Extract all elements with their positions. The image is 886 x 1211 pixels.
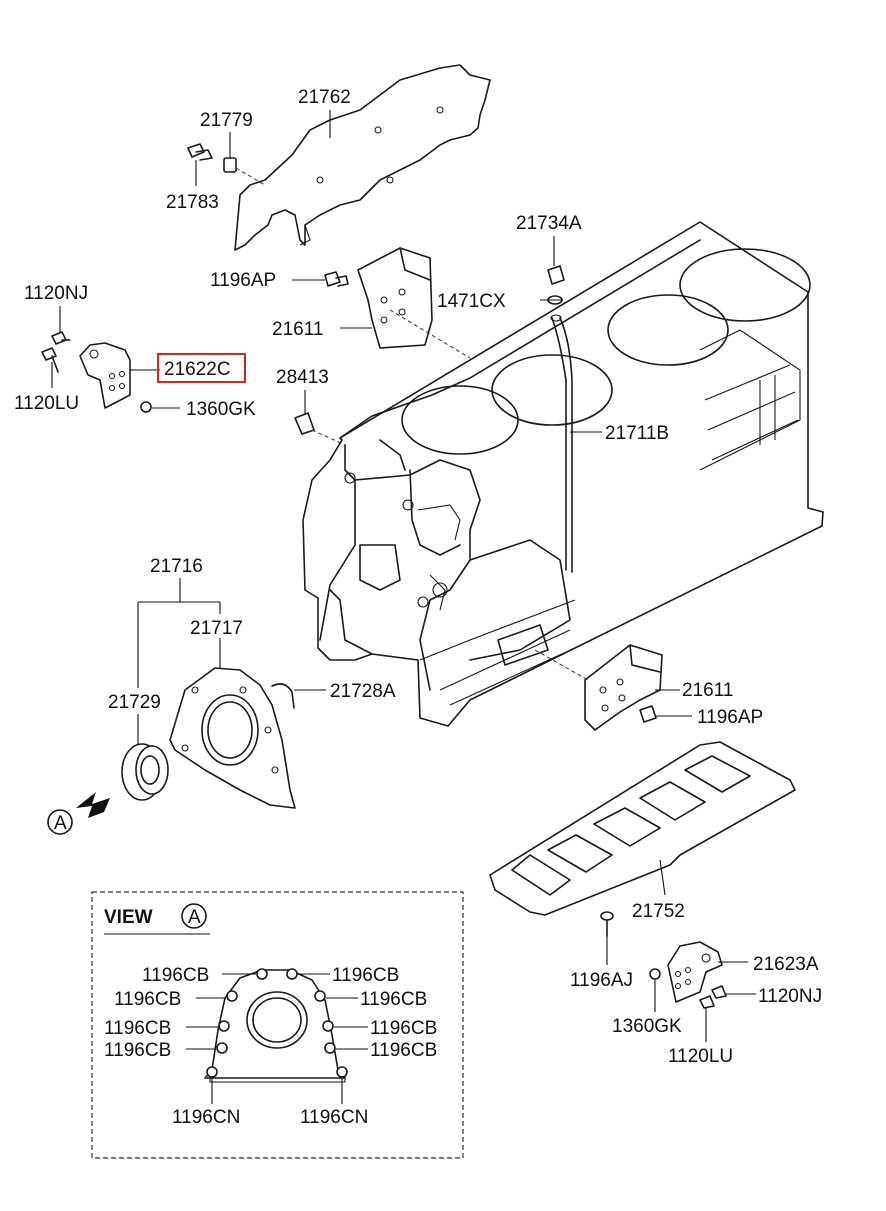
spacer-21779 [223,157,237,173]
highlight-box-21622C [157,353,246,383]
label-21728A: 21728A [330,681,396,702]
label-1196AP-bottom: 1196AP [697,707,763,728]
label-21711B: 21711B [605,423,669,444]
label-21779: 21779 [200,110,253,131]
inset-frame [91,891,464,1159]
label-cb-left-1: 1196CB [142,965,209,986]
label-cb-right-4: 1196CB [370,1040,437,1061]
part-21729-oil-seal [121,743,169,801]
label-21752: 21752 [632,901,685,922]
label-21717: 21717 [190,618,243,639]
union-21734A [547,265,565,285]
label-cb-right-2: 1196CB [360,989,427,1010]
arrow-label-a: A [54,813,67,834]
tube-21711B [550,314,573,573]
label-1196AJ: 1196AJ [570,970,633,991]
label-1120LU-left: 1120LU [14,393,79,414]
label-1120NJ-left: 1120NJ [24,283,88,304]
view-a-inset: VIEW A 1196CB 1196CB 1196CB 1 [91,891,464,1159]
bolt-21783 [187,143,213,161]
bolt-1196AP-bottom [639,705,657,723]
engine-block [302,221,824,727]
label-cb-right-3: 1196CB [370,1018,437,1039]
view-title: VIEW [104,907,153,928]
bolt-1120LU-left [41,347,59,373]
bolt-1196AJ [600,911,614,937]
part-21611-top-bracket [357,247,471,359]
bolt-1120NJ-right [711,985,727,999]
part-21622C-bracket [79,342,131,409]
part-labels: 21762 21779 21783 21734A 1196AP 1471CX 1… [14,87,822,1067]
bolt-1196AP-top [324,271,349,287]
part-21611-bottom-bracket [534,644,663,731]
sensor-28413 [294,412,346,446]
nut-1360GK-right [649,968,661,980]
label-1360GK-left: 1360GK [186,399,256,420]
label-28413: 28413 [276,367,329,388]
part-21752-ladder-frame [489,741,796,916]
label-cb-right-1: 1196CB [332,965,399,986]
label-21729: 21729 [108,692,161,713]
label-21622C: 21622C [164,359,231,380]
label-cn-left: 1196CN [172,1107,240,1128]
label-1120NJ-right: 1120NJ [758,986,822,1007]
label-1196AP-top: 1196AP [210,270,276,291]
label-21762: 21762 [298,87,351,108]
view-arrow [47,792,110,835]
label-1471CX: 1471CX [437,291,506,312]
label-21734A: 21734A [516,213,582,234]
view-letter: A [188,907,201,928]
label-cb-left-2: 1196CB [114,989,181,1010]
part-21717-seal-housing [169,667,296,809]
part-21728A-clip [271,683,295,709]
label-cb-left-4: 1196CB [104,1040,171,1061]
label-21783: 21783 [166,192,219,213]
bolt-1120NJ-left [51,331,71,345]
label-21623A: 21623A [753,954,819,975]
label-21611-top: 21611 [272,319,323,340]
label-1360GK-right: 1360GK [612,1016,682,1037]
label-cb-left-3: 1196CB [104,1018,171,1039]
label-1120LU-right: 1120LU [668,1046,733,1067]
nut-1360GK-left [140,401,152,413]
label-21716: 21716 [150,556,203,577]
leader-lines [51,110,756,1042]
label-21611-bottom: 21611 [682,680,733,701]
bolt-1120LU-right [699,995,715,1009]
view-circle [181,903,207,929]
part-21762-cover-plate [234,64,491,251]
label-cn-right: 1196CN [300,1107,368,1128]
part-21623A-bracket [667,941,723,1003]
